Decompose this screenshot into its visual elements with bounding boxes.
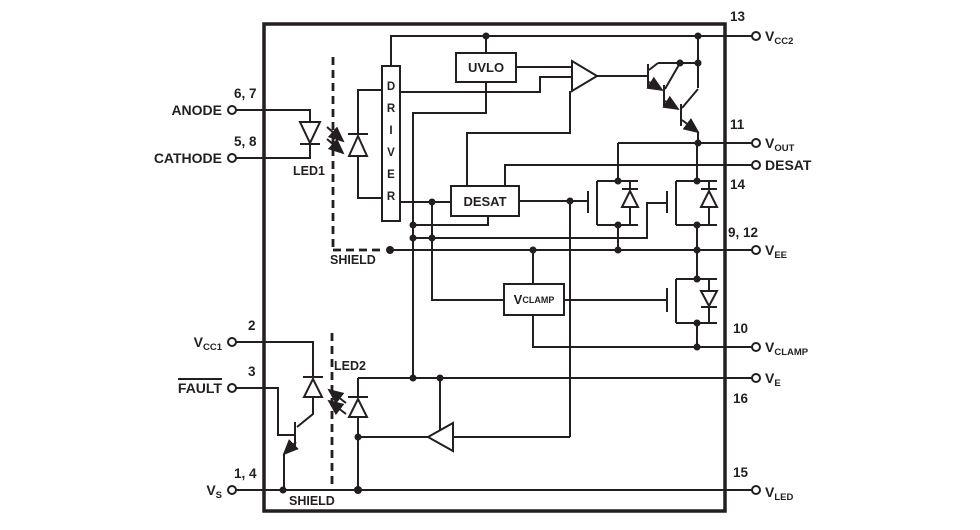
- vout-line: [617, 142, 752, 181]
- pin-label-fault: FAULT: [177, 378, 222, 396]
- shield-bottom-label: SHIELD: [289, 494, 335, 508]
- q4-collector: [296, 397, 314, 428]
- pin-label-anode: ANODE: [171, 102, 222, 118]
- pin-number-vclamp: 10: [733, 321, 749, 336]
- driver-block: DRIVER: [381, 65, 401, 222]
- pin-label-vcc2: VCC2: [765, 28, 794, 47]
- vcc2-terminal: [751, 31, 761, 41]
- photodiode-2-icon: [302, 376, 324, 398]
- desat-to-comparator: [466, 91, 571, 185]
- pin-number-ve: 16: [733, 391, 749, 406]
- led1-light-arrow: [326, 126, 345, 143]
- vee-terminal: [751, 245, 761, 255]
- pin-number-vcc1: 2: [248, 318, 256, 333]
- detector1-top: [357, 89, 381, 134]
- shield-top-line: [331, 57, 384, 252]
- gate2-line: [410, 202, 667, 239]
- q3-emitter: [681, 118, 700, 134]
- vs-terminal: [227, 485, 237, 495]
- pin-label-ve: VE: [765, 370, 781, 389]
- led1-label: LED1: [293, 164, 325, 178]
- vclamp-terminal: [751, 342, 761, 352]
- desat-bottom-line: [413, 217, 489, 226]
- vout-terminal: [751, 138, 761, 148]
- package-outline: [262, 22, 727, 513]
- pin-label-desat: DESAT: [765, 157, 812, 173]
- pin-label-vs: VS: [206, 482, 222, 501]
- fault-line: [236, 387, 295, 436]
- pin-label-vee: VEE: [765, 242, 788, 261]
- ve-terminal: [751, 373, 761, 383]
- m1-body-diode-icon: [620, 188, 640, 208]
- pin-label-vcc1: VCC1: [193, 334, 222, 353]
- m3-body-diode-icon: [699, 290, 719, 309]
- vcc1-line: [236, 341, 314, 377]
- cathode-terminal: [227, 153, 237, 163]
- vled-terminal: [751, 485, 761, 495]
- pin-number-vee: 9, 12: [728, 225, 759, 240]
- pin-number-vs: 1, 4: [234, 466, 257, 481]
- q3-collector: [681, 88, 699, 109]
- pin-label-vout: VOUT: [765, 135, 795, 154]
- pin-label-vclamp: VCLAMP: [765, 339, 809, 358]
- q2-emitter: [662, 95, 680, 111]
- desat-pin-line: [504, 164, 752, 185]
- vcc2-rail: [390, 35, 752, 65]
- cathode-line: [236, 144, 311, 159]
- pin-number-fault: 3: [248, 364, 256, 379]
- q2-collector: [664, 62, 681, 90]
- anode-line: [236, 109, 311, 122]
- shield-top-label: SHIELD: [330, 253, 376, 267]
- q4-emitter: [282, 439, 299, 456]
- pin-number-vled: 15: [733, 465, 749, 480]
- pin-number-vcc2: 13: [730, 9, 746, 24]
- vcc1-terminal: [227, 337, 237, 347]
- desat-block: DESAT: [450, 185, 520, 217]
- anode-terminal: [227, 105, 237, 115]
- pin-number-cathode: 5, 8: [234, 134, 257, 149]
- uvlo-block: UVLO: [455, 52, 517, 83]
- vclamp-pin-line: [532, 316, 752, 348]
- photodiode-1-icon: [347, 133, 369, 157]
- detector1-bottom: [357, 156, 381, 199]
- pin-number-vout: 11: [730, 117, 745, 132]
- led1-light-arrow: [326, 138, 345, 155]
- pin-label-cathode: CATHODE: [153, 150, 222, 166]
- pin-label-vled: VLED: [765, 484, 794, 503]
- m2-body-diode-icon: [699, 188, 719, 208]
- fault-terminal: [227, 383, 237, 393]
- uvlo-bottom-line: [412, 83, 487, 378]
- q1-emitter: [646, 76, 664, 92]
- comparator-icon: [571, 59, 599, 93]
- led2-label: LED2: [334, 359, 366, 373]
- q1-collector: [648, 62, 659, 71]
- driver-output: [401, 76, 572, 93]
- pin-number-anode: 6, 7: [234, 86, 257, 101]
- junction-dots: [279, 32, 702, 494]
- led1-icon: [298, 121, 322, 146]
- desat-terminal: [751, 160, 761, 170]
- led2-icon: [347, 396, 369, 418]
- pin-number-desat: 14: [730, 177, 746, 192]
- pin-terminals: [227, 31, 761, 495]
